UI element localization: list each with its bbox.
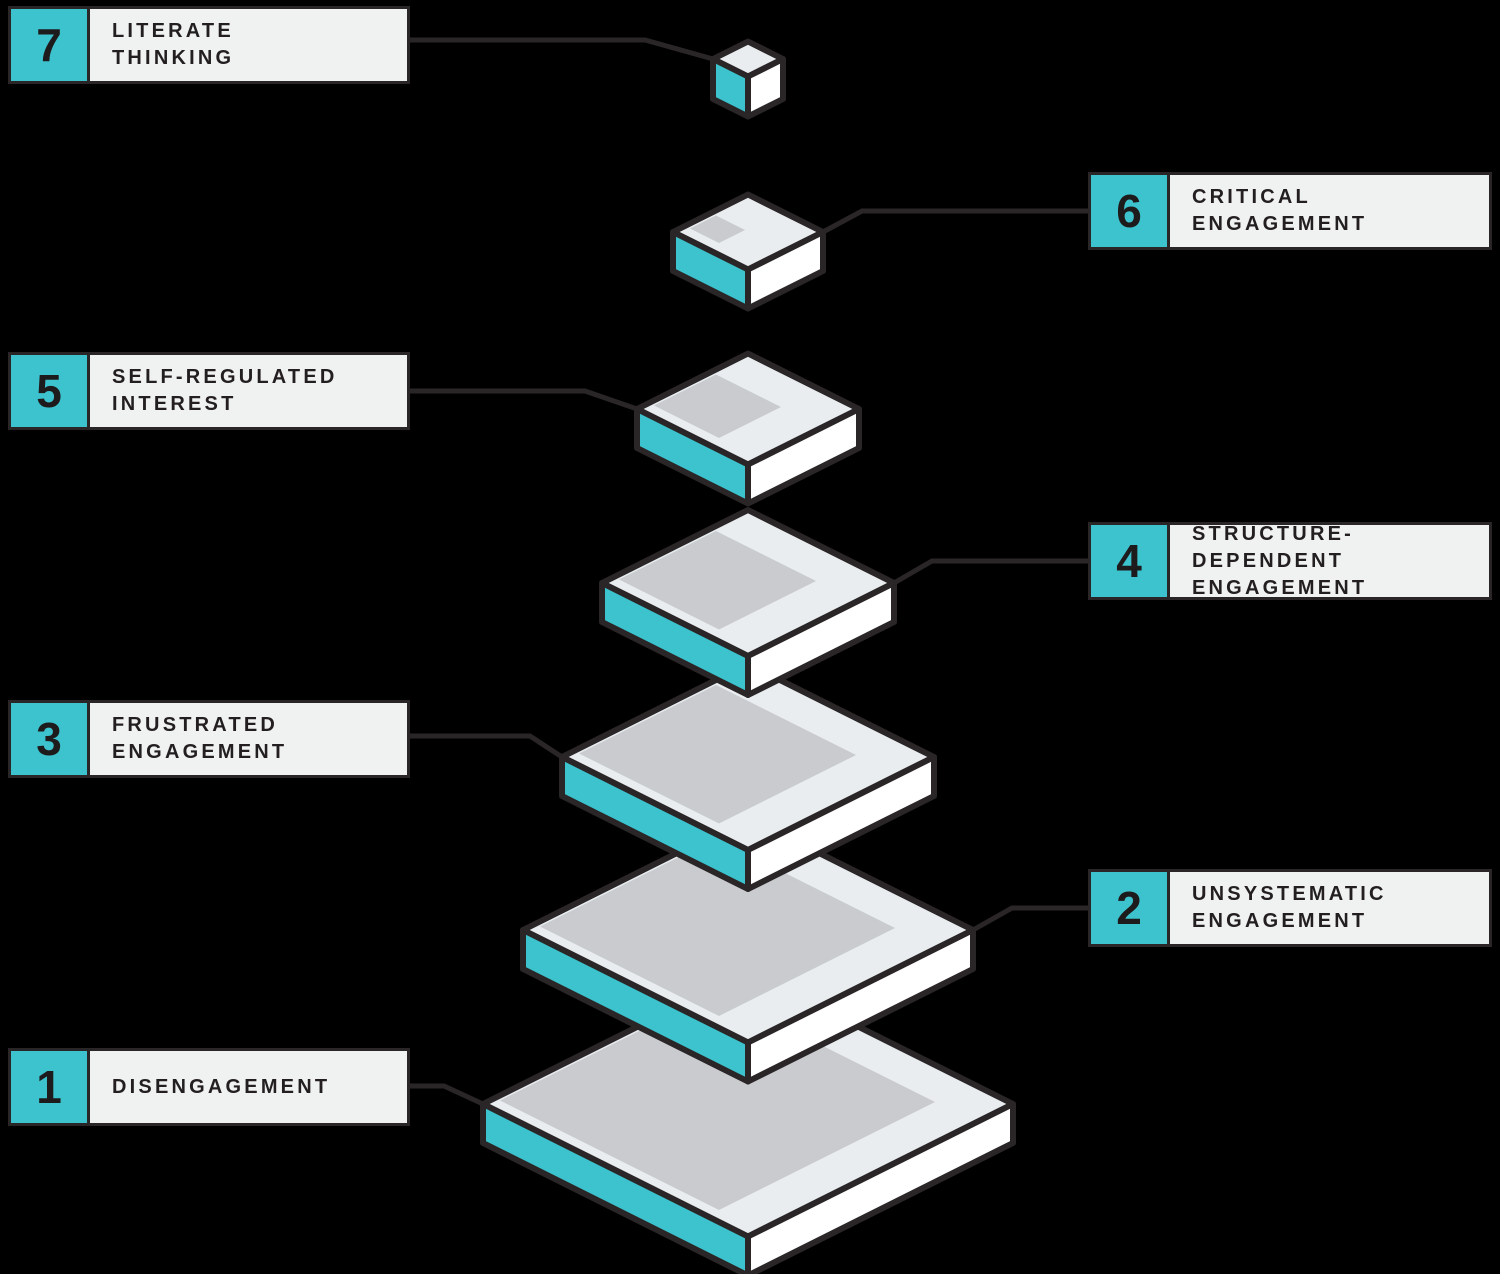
connector-line-level-4 [892,558,1090,586]
label-line: ENGAGEMENT [1192,576,1368,599]
label-line: SELF-REGULATED [112,366,338,388]
label-line: CRITICAL [1192,186,1311,208]
label-line: INTEREST [112,393,237,415]
level-4-title: STRUCTURE-DEPENDENT ENGAGEMENT [1170,523,1489,599]
layer-1-left-face [480,1101,751,1274]
layer-1-right-face [745,1101,1016,1274]
level-4-label: 4 STRUCTURE-DEPENDENT ENGAGEMENT [1088,522,1492,600]
connector-line-level-2 [971,905,1090,933]
level-1-number-badge: 1 [8,1048,90,1126]
label-line: ENGAGEMENT [112,741,288,763]
layer-5-right-face [745,406,862,507]
layer-5-recess-shadow [654,374,781,438]
level-6-title: CRITICAL ENGAGEMENT [1170,175,1489,247]
level-7-title: LITERATE THINKING [90,9,407,81]
label-line: FRUSTRATED [112,714,279,736]
level-1-label: 1 DISENGAGEMENT [8,1048,410,1126]
level-4-number-badge: 4 [1088,522,1170,600]
level-7-number-badge: 7 [8,6,90,84]
level-7-label: 7 LITERATE THINKING [8,6,410,84]
layer-6-recess-shadow [690,215,745,243]
connector-line-level-5 [410,388,638,412]
layer-6-right-face [745,229,826,312]
layer-3-recess-shadow [579,685,856,824]
label-line: DISENGAGEMENT [112,1075,331,1098]
connector-line-level-1 [410,1083,485,1107]
layer-3-right-face [745,754,937,892]
level-1-title: DISENGAGEMENT [90,1051,407,1123]
label-line: THINKING [112,47,235,69]
layer-2-right-face [745,927,976,1085]
layer-4-recess-shadow [619,531,816,630]
level-2-title: UNSYSTEMATIC ENGAGEMENT [1170,872,1489,944]
connector-line-level-6 [821,208,1090,235]
label-line: STRUCTURE-DEPENDENT [1192,522,1354,572]
level-3-label: 3 FRUSTRATED ENGAGEMENT [8,700,410,778]
connector-line-level-3 [410,733,564,760]
layer-7-right-face [745,56,786,120]
label-line: ENGAGEMENT [1192,213,1368,235]
layer-1-recess-shadow [500,992,935,1210]
label-line: ENGAGEMENT [1192,910,1368,932]
level-6-number-badge: 6 [1088,172,1170,250]
label-line: LITERATE [112,20,234,42]
level-5-number-badge: 5 [8,352,90,430]
level-3-title: FRUSTRATED ENGAGEMENT [90,703,407,775]
label-line: UNSYSTEMATIC [1192,883,1387,905]
level-6-label: 6 CRITICAL ENGAGEMENT [1088,172,1492,250]
level-2-number-badge: 2 [1088,869,1170,947]
level-3-number-badge: 3 [8,700,90,778]
connector-line-level-7 [410,37,714,62]
layer-2-recess-shadow [540,838,895,1016]
level-5-title: SELF-REGULATED INTEREST [90,355,407,427]
level-2-label: 2 UNSYSTEMATIC ENGAGEMENT [1088,869,1492,947]
level-5-label: 5 SELF-REGULATED INTEREST [8,352,410,430]
layer-4-right-face [745,580,897,698]
